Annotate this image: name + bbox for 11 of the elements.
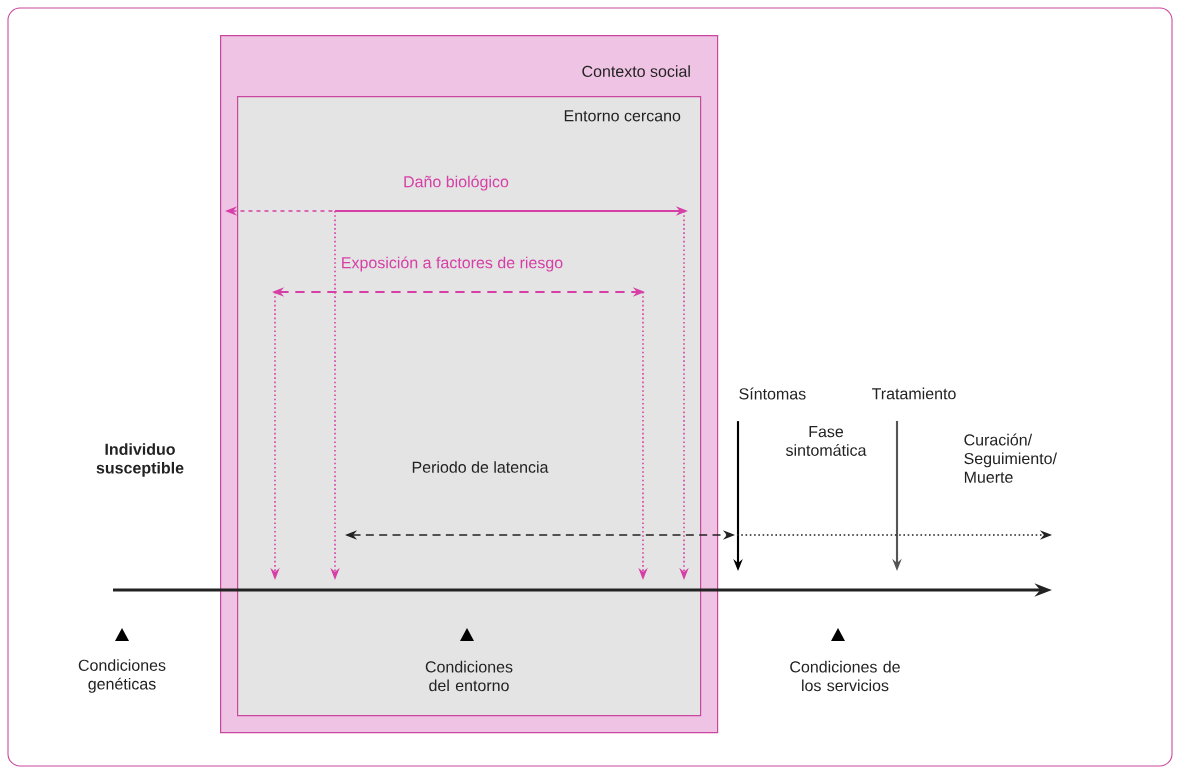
span-label: Daño biológico	[404, 175, 509, 191]
span-label: Exposición a factores de riesgo	[342, 256, 563, 272]
event-label: Tratamiento	[871, 387, 956, 400]
stage-label: Individuo susceptible	[96, 443, 184, 477]
condition-label: Condiciones genéticas	[78, 659, 166, 693]
outcome-label: Curación/ Seguimiento/ Muerte	[964, 433, 1057, 483]
event-label: Síntomas	[739, 387, 806, 400]
phase-label: Fase sintomática	[786, 426, 867, 456]
condition-label: Condiciones del entorno	[425, 660, 513, 692]
condition-label: Condiciones de los servicios	[790, 660, 900, 692]
span-label: Periodo de latencia	[412, 461, 549, 473]
